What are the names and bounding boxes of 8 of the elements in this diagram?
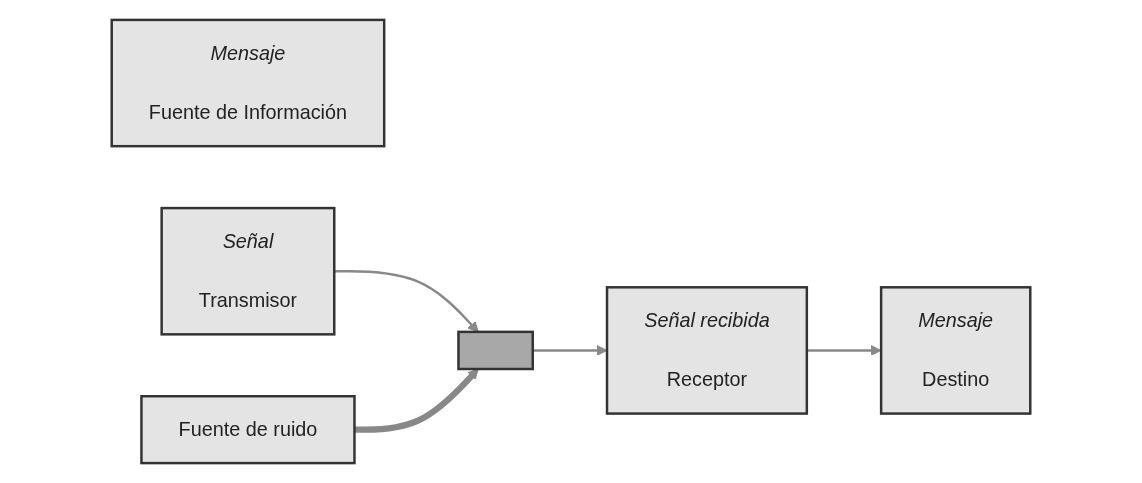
node-box bbox=[457, 330, 534, 371]
arrow bbox=[806, 345, 882, 356]
node-box: Señal Transmisor bbox=[160, 206, 336, 336]
arrow bbox=[532, 345, 608, 356]
node-box: Mensaje Fuente de Información bbox=[110, 18, 386, 148]
node-box: Fuente de ruido bbox=[140, 395, 356, 465]
node-box: Señal recibida Receptor bbox=[605, 286, 809, 415]
node-box: Mensaje Destino bbox=[879, 286, 1032, 415]
